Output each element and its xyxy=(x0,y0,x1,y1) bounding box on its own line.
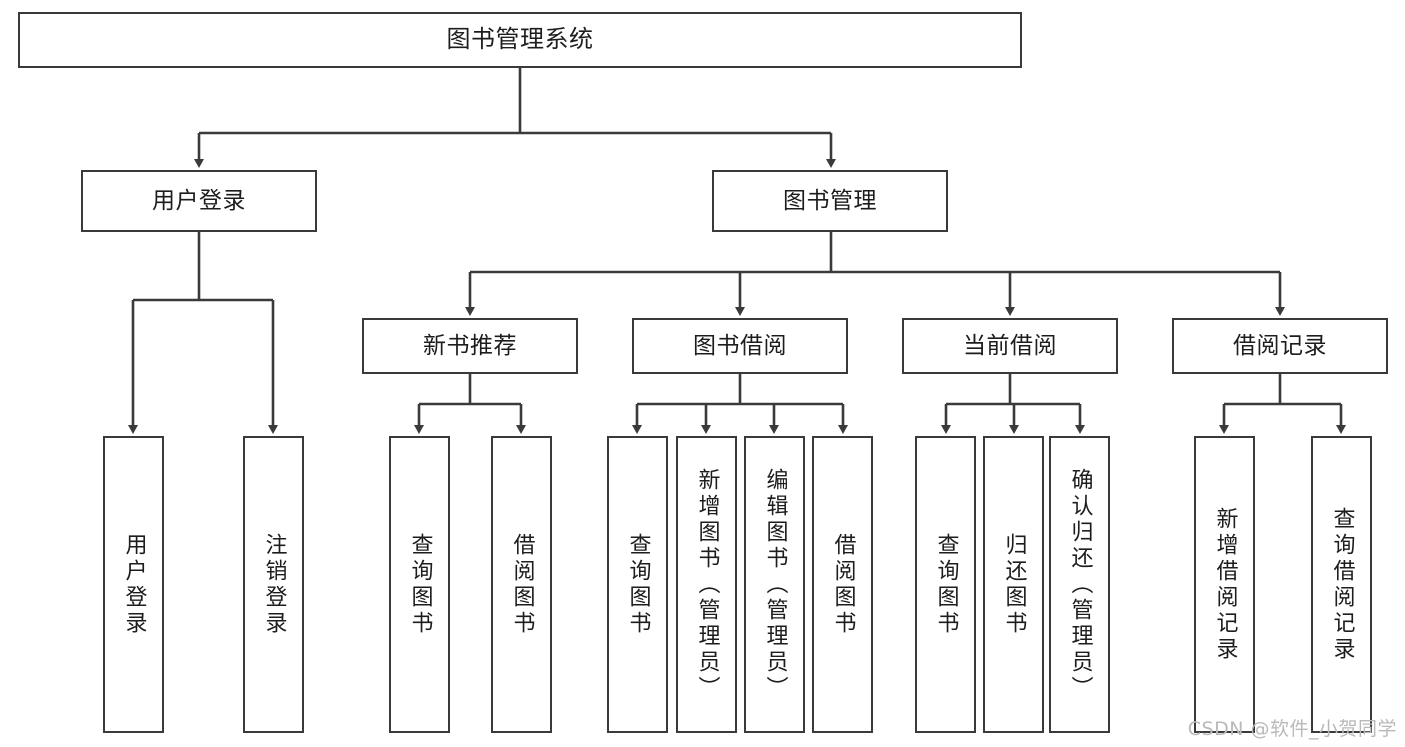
node-leaf-borrow-book[interactable]: 借阅图书 xyxy=(812,436,873,733)
node-leaf-borrow-book-recommend[interactable]: 借阅图书 xyxy=(491,436,552,733)
node-label: 新增图书（管理员） xyxy=(694,467,720,702)
node-label: 编辑图书（管理员） xyxy=(762,467,788,702)
node-user-login[interactable]: 用户登录 xyxy=(81,170,317,232)
node-leaf-query-book-borrow[interactable]: 查询图书 xyxy=(607,436,668,733)
node-label: 查询图书 xyxy=(407,532,433,637)
node-leaf-edit-book-admin[interactable]: 编辑图书（管理员） xyxy=(744,436,805,733)
node-label: 注销登录 xyxy=(261,532,287,637)
node-new-book-recommend[interactable]: 新书推荐 xyxy=(362,318,578,374)
node-borrow-record[interactable]: 借阅记录 xyxy=(1172,318,1388,374)
node-label: 借阅图书 xyxy=(830,532,856,637)
node-label: 新增借阅记录 xyxy=(1212,506,1238,663)
node-leaf-logout[interactable]: 注销登录 xyxy=(243,436,304,733)
node-label: 查询图书 xyxy=(625,532,651,637)
node-label: 图书管理系统 xyxy=(446,25,594,54)
node-label: 借阅图书 xyxy=(509,532,535,637)
node-label: 查询图书 xyxy=(933,532,959,637)
node-label: 新书推荐 xyxy=(423,332,517,359)
node-leaf-add-borrow-record[interactable]: 新增借阅记录 xyxy=(1194,436,1255,733)
node-book-borrow[interactable]: 图书借阅 xyxy=(632,318,848,374)
node-label: 图书管理 xyxy=(783,187,877,214)
node-leaf-user-login[interactable]: 用户登录 xyxy=(103,436,164,733)
node-leaf-add-book-admin[interactable]: 新增图书（管理员） xyxy=(676,436,737,733)
node-leaf-return-book[interactable]: 归还图书 xyxy=(983,436,1044,733)
node-label: 当前借阅 xyxy=(963,332,1057,359)
node-label: 图书借阅 xyxy=(693,332,787,359)
node-current-borrow[interactable]: 当前借阅 xyxy=(902,318,1118,374)
node-label: 归还图书 xyxy=(1001,532,1027,637)
node-label: 借阅记录 xyxy=(1233,332,1327,359)
node-book-management[interactable]: 图书管理 xyxy=(712,170,948,232)
node-book-management-system[interactable]: 图书管理系统 xyxy=(18,12,1022,68)
node-leaf-confirm-return-admin[interactable]: 确认归还（管理员） xyxy=(1049,436,1110,733)
node-leaf-query-borrow-record[interactable]: 查询借阅记录 xyxy=(1311,436,1372,733)
node-label: 用户登录 xyxy=(152,187,246,214)
node-label: 查询借阅记录 xyxy=(1329,506,1355,663)
node-label: 确认归还（管理员） xyxy=(1067,467,1093,702)
node-leaf-query-book-recommend[interactable]: 查询图书 xyxy=(389,436,450,733)
node-label: 用户登录 xyxy=(121,532,147,637)
node-leaf-query-book-current[interactable]: 查询图书 xyxy=(915,436,976,733)
